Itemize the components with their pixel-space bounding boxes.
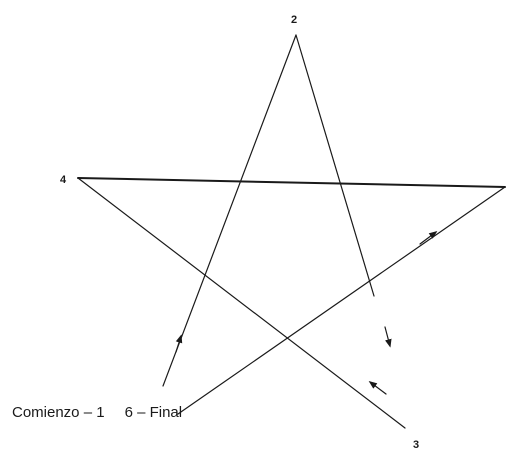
- arrow-up-left: [175, 334, 183, 353]
- edge-5-to-3: [77, 177, 406, 429]
- edge-4-to-1: [77, 177, 506, 188]
- edge-1-to-2: [162, 34, 297, 387]
- vertex-label-2: 2: [291, 14, 297, 26]
- vertex-label-4: 4: [60, 174, 67, 186]
- arrow-upper-right: [419, 230, 438, 245]
- vertex-label-3: 3: [413, 439, 419, 451]
- caption: Comienzo – 1 6 – Final: [12, 404, 182, 421]
- caption-start: Comienzo – 1: [12, 404, 105, 421]
- arrow-lower-left: [368, 380, 387, 395]
- arrow-down-right: [384, 326, 392, 348]
- edge-2-to-3: [295, 34, 375, 297]
- edge-6-to-5: [177, 186, 506, 415]
- caption-end: 6 – Final: [124, 404, 183, 421]
